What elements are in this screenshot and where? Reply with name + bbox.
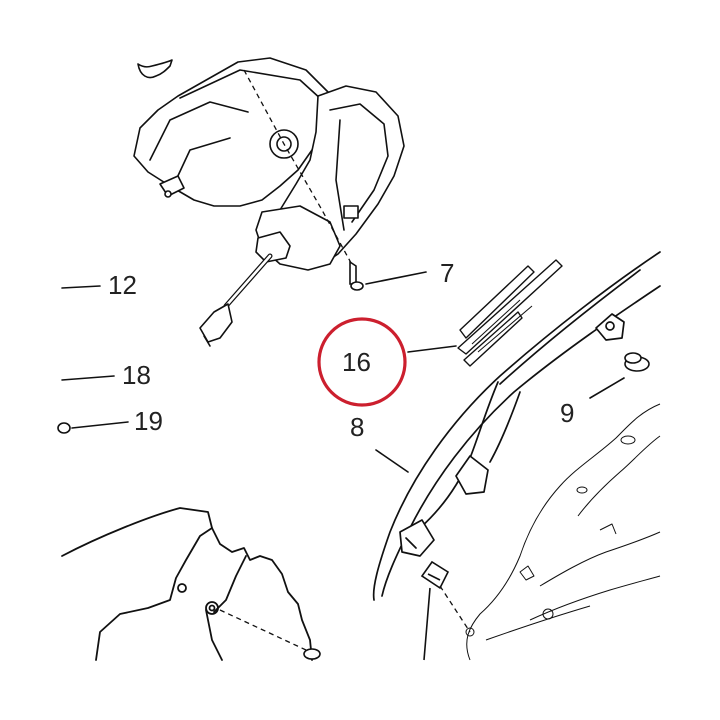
leader-7 [365,271,427,285]
clip-axis-line [439,585,471,633]
leader-16 [407,345,457,353]
leader-19 [71,421,129,429]
panel-axis-line [219,609,307,651]
decal-16 [457,259,563,367]
leader-8 [375,449,409,473]
frame-body [465,403,661,661]
leader-9 [589,377,625,399]
leader-12 [61,285,101,289]
callout-19: 19 [134,406,163,436]
callout-16: 16 [342,347,371,377]
lower-panel [61,507,313,661]
highlight-circle [317,317,407,407]
callout-9: 9 [560,398,574,428]
clip-part [420,560,450,590]
callout-8: 8 [350,412,364,442]
callout-7: 7 [440,258,454,288]
screw-19 [57,422,71,434]
callout-18: 18 [122,360,151,390]
leader-lines [61,271,625,473]
side-fairing-8 [372,251,661,601]
grommet-9 [624,352,650,372]
leader-18 [61,375,115,381]
clip-leader-line [423,587,431,661]
headlight-assembly [133,57,405,347]
panel-screw [303,648,321,660]
callout-12: 12 [108,270,137,300]
screw-7 [349,260,364,291]
